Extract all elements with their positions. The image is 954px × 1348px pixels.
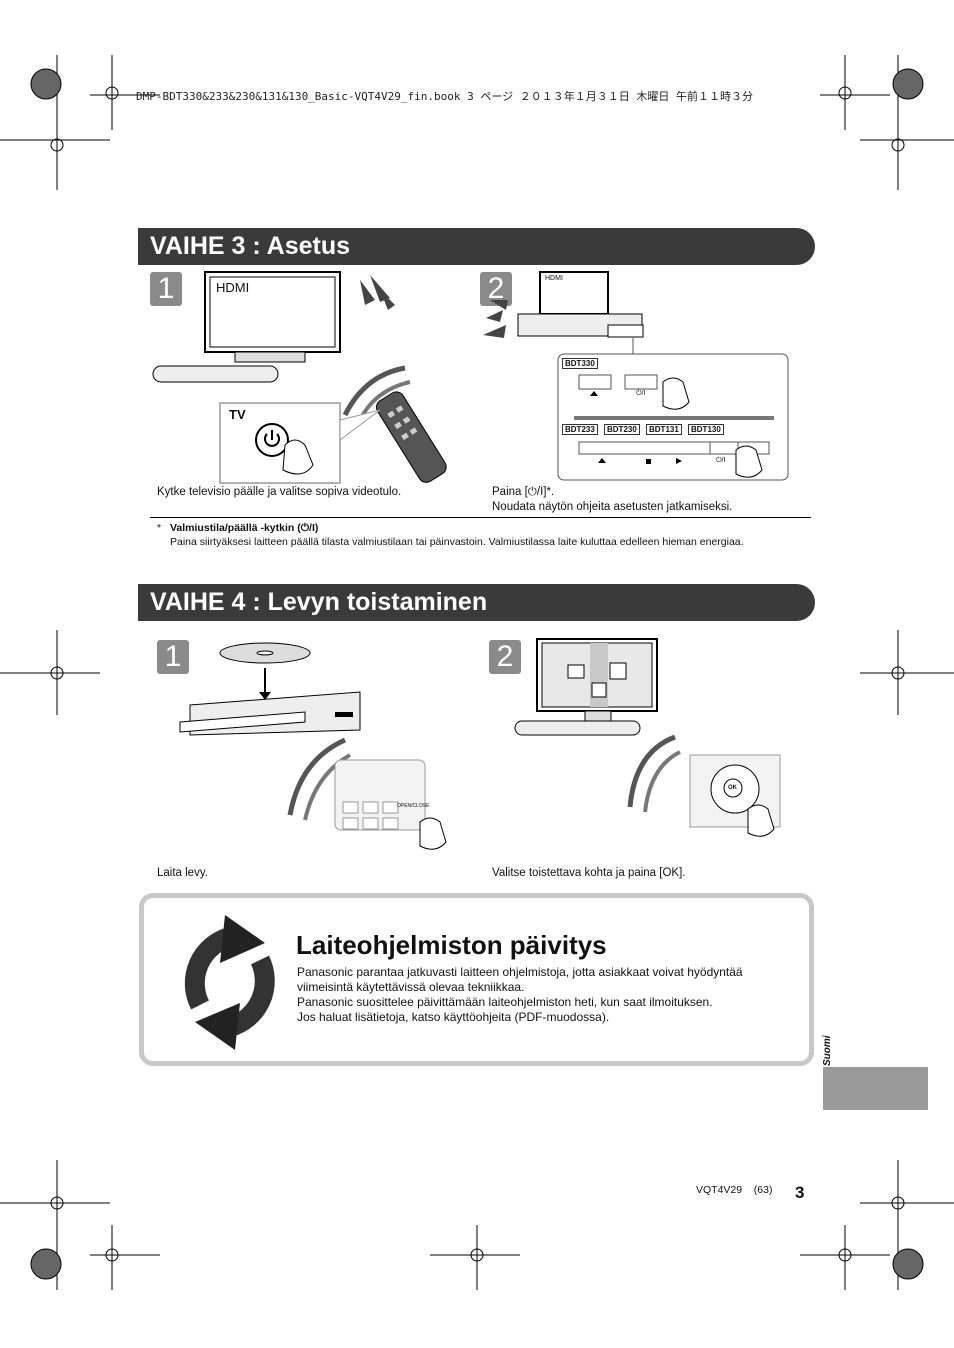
- footnote-star: *: [157, 522, 162, 534]
- footnote-divider: [150, 517, 811, 518]
- firmware-text: Panasonic parantaa jatkuvasti laitteen o…: [297, 965, 797, 1025]
- update-cycle-icon: [184, 915, 275, 1050]
- step3-sub1-number: 1: [150, 272, 182, 306]
- model-tag-bdt330: BDT330: [562, 358, 598, 369]
- footer-code: VQT4V29 (63): [696, 1184, 772, 1196]
- sub-page-number: (63): [753, 1184, 773, 1196]
- model-tag-bdt230: BDT230: [604, 424, 640, 435]
- step4-sub1-number: 1: [157, 640, 189, 674]
- step4-sub1-caption: Laita levy.: [157, 867, 208, 879]
- tv-button-label: TV: [229, 407, 246, 422]
- document-code: VQT4V29: [696, 1184, 743, 1196]
- language-side-label: Suomi: [822, 1035, 833, 1066]
- hdmi-small-screen-label: HDMI: [545, 275, 563, 282]
- firmware-line: Panasonic suosittelee päivittämään laite…: [297, 995, 713, 1009]
- page-number: 3: [795, 1183, 805, 1202]
- firmware-title: Laiteohjelmiston päivitys: [296, 930, 607, 960]
- disc-insert-illustration: [179, 642, 447, 850]
- hdmi-screen-label: HDMI: [216, 280, 250, 295]
- file-header-line: DMP-BDT330&233&230&131&130_Basic-VQT4V29…: [136, 90, 754, 103]
- footnote-heading: Valmiustila/päällä -kytkin (⏻/I): [170, 522, 319, 534]
- model-tag-bdt233: BDT233: [562, 424, 598, 435]
- player-power-illustration: [483, 271, 789, 481]
- firmware-update-box: [139, 893, 814, 1066]
- step3-sub2-caption-line2: Noudata näytön ohjeita asetusten jatkami…: [492, 501, 733, 513]
- footnote-text: Paina siirtyäksesi laitteen päällä tilas…: [170, 536, 744, 548]
- language-tab: [823, 1067, 928, 1110]
- firmware-line: Jos haluat lisätietoja, katso käyttöohje…: [297, 1010, 610, 1024]
- step4-sub2-number: 2: [489, 640, 521, 674]
- step3-title-band: VAIHE 3 : Asetus: [138, 228, 815, 265]
- firmware-line: Panasonic parantaa jatkuvasti laitteen o…: [297, 965, 743, 979]
- tv-illustration: [152, 271, 447, 484]
- step4-sub2-caption: Valitse toistettava kohta ja paina [OK].: [492, 867, 686, 879]
- step3-sub1-caption: Kytke televisio päälle ja valitse sopiva…: [157, 486, 402, 498]
- ok-button-label: OK: [728, 785, 737, 791]
- open-close-label: OPEN/CLOSE: [397, 803, 430, 809]
- model-tag-bdt131: BDT131: [646, 424, 682, 435]
- power-symbol-top: ⏻/I: [636, 390, 646, 397]
- menu-select-illustration: [514, 638, 781, 837]
- step3-sub2-caption-line1: Paina [⏻/I]*.: [492, 486, 555, 498]
- firmware-line: viimeisintä käytettävissä olevaa tekniik…: [297, 980, 525, 994]
- step4-title-band: VAIHE 4 : Levyn toistaminen: [138, 584, 815, 621]
- model-tag-bdt130: BDT130: [688, 424, 724, 435]
- power-symbol-bottom: ⏻/I: [716, 457, 726, 464]
